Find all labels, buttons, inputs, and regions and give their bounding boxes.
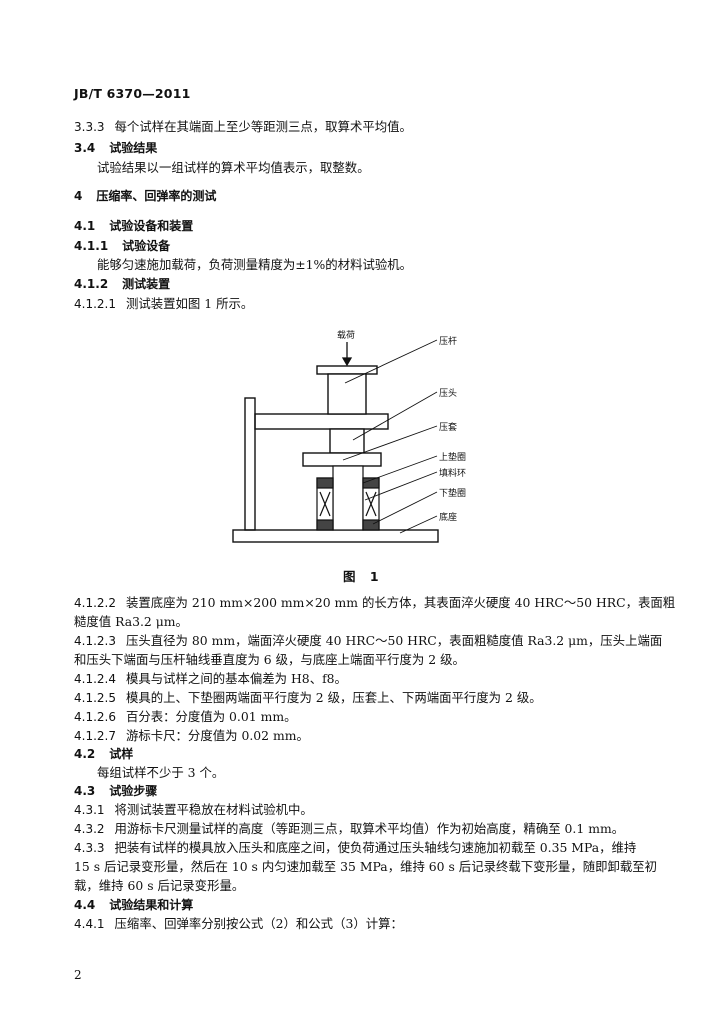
lower-ring-label: 下垫圈: [439, 487, 466, 499]
press-sleeve-label: 压套: [439, 421, 457, 433]
clause-4-3-3-line2: 15 s 后记录变形量，然后在 10 s 内匀速加载至 35 MPa，维持 60…: [74, 859, 658, 874]
paragraph-4-1-1: 能够匀速施加载荷，负荷测量精度为±1%的材料试验机。: [97, 257, 413, 272]
load-arrow-icon: [341, 342, 353, 367]
standard-code-header: JB/T 6370—2011: [74, 86, 191, 101]
load-label: 载荷: [337, 329, 355, 341]
clause-4-1-2-3-line2: 和压头下端面与压杆轴线垂直度为 6 级，与底座上端面平行度为 2 级。: [74, 652, 465, 667]
press-head-label: 压头: [439, 388, 457, 399]
paragraph-3-4: 试验结果以一组试样的算术平均值表示，取整数。: [97, 160, 370, 175]
packing-ring-label: 填料环: [439, 467, 466, 479]
clause-4-3-3-line3: 载，维持 60 s 后记录变形量。: [74, 878, 245, 893]
press-rod: [316, 365, 378, 454]
paragraph-4-2: 每组试样不少于 3 个。: [97, 765, 225, 780]
test-apparatus-figure: 载荷 压杆 压头 压套 上垫圈 填料环 下垫圈 底座: [232, 329, 466, 543]
upper-ring-label: 上垫圈: [439, 451, 466, 463]
mould-assembly: [316, 465, 380, 531]
figure-caption: 图 1: [343, 569, 379, 584]
base-label: 底座: [439, 511, 457, 523]
leader-lines: [342, 339, 438, 534]
press-rod-label: 压杆: [439, 335, 457, 347]
press-head: [302, 452, 382, 467]
page-number: 2: [74, 968, 82, 982]
clause-4-1-2-2-line2: 糙度值 Ra3.2 μm。: [74, 614, 188, 629]
